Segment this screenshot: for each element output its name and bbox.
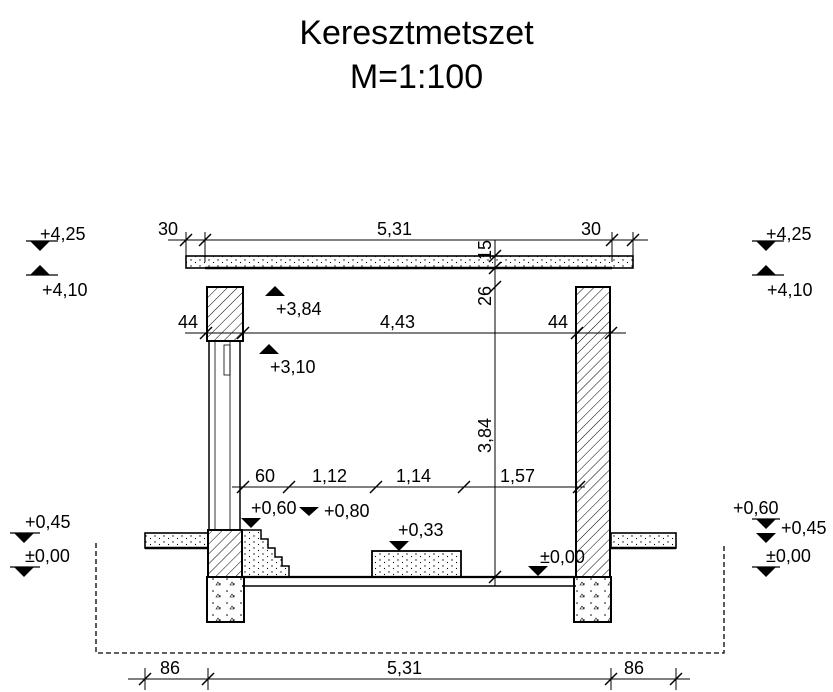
- drawing-title: Keresztmetszet: [299, 14, 534, 52]
- dim-wall-left: 44: [178, 312, 198, 332]
- right-foundation: [573, 576, 612, 623]
- dimension-lines: [128, 232, 690, 690]
- dim-bottom-span: 5,31: [387, 658, 422, 678]
- dim-slab: 15: [475, 240, 495, 260]
- excavation-outline: [95, 543, 725, 654]
- roof-slab: [185, 255, 634, 269]
- level-triangle-up-icon: [265, 286, 285, 296]
- level-045-left: +0,45: [25, 512, 71, 532]
- level-000-left: ±0,00: [25, 546, 70, 566]
- dim-beam: 26: [475, 286, 495, 306]
- dim-bottom-left: 86: [160, 658, 180, 678]
- pedestal-block: [371, 550, 462, 578]
- dim-top-right: 30: [581, 219, 601, 239]
- level-060-right: +0,60: [733, 498, 779, 518]
- level-triangle-down-icon: [756, 533, 776, 543]
- level-markers: [14, 241, 776, 577]
- window-detail: [223, 344, 231, 376]
- right-pavement: [610, 532, 677, 549]
- level-triangle-down-icon: [14, 567, 34, 577]
- dim-height: 3,84: [475, 418, 495, 453]
- level-triangle-down-icon: [299, 507, 319, 516]
- level-045-right: +0,45: [781, 518, 827, 538]
- dim-114: 1,14: [396, 466, 431, 486]
- level-triangle-down-icon: [756, 241, 776, 251]
- level-triangle-down-icon: [756, 567, 776, 577]
- level-080: +0,80: [324, 501, 370, 521]
- dim-top-span: 5,31: [377, 219, 412, 239]
- level-marker-lines: [10, 240, 784, 568]
- level-triangle-up-icon: [30, 265, 50, 275]
- left-wall-base: [207, 529, 243, 578]
- level-triangle-down-icon: [389, 541, 409, 551]
- level-000-inside: ±0,00: [540, 547, 585, 567]
- level-410-left: +4,10: [42, 280, 88, 300]
- level-310: +3,10: [270, 357, 316, 377]
- level-triangle-up-icon: [756, 265, 776, 275]
- level-triangle-down-icon: [30, 241, 50, 251]
- left-wall-lintel: [206, 286, 244, 342]
- level-triangle-down-icon: [528, 566, 548, 576]
- left-pavement: [144, 532, 209, 549]
- level-060-stair: +0,60: [251, 498, 297, 518]
- left-foundation: [206, 576, 245, 623]
- level-033: +0,33: [398, 520, 444, 540]
- level-triangle-up-icon: [259, 344, 279, 354]
- level-410-right: +4,10: [767, 280, 813, 300]
- drawing-scale: M=1:100: [349, 58, 484, 96]
- level-000-right: ±0,00: [766, 546, 811, 566]
- level-triangle-down-icon: [14, 533, 34, 543]
- level-384: +3,84: [276, 299, 322, 319]
- level-425-left: +4,25: [40, 224, 86, 244]
- right-wall: [575, 286, 611, 578]
- level-triangle-down-icon: [241, 518, 261, 528]
- dim-inner-span: 4,43: [380, 312, 415, 332]
- dim-wall-right: 44: [548, 312, 568, 332]
- level-triangle-down-icon: [756, 519, 776, 529]
- dim-bottom-right: 86: [624, 658, 644, 678]
- level-425-right: +4,25: [766, 224, 812, 244]
- dim-112: 1,12: [312, 466, 347, 486]
- dim-top-left: 30: [158, 219, 178, 239]
- dim-60: 60: [255, 466, 275, 486]
- stairs: [241, 529, 290, 578]
- dim-157: 1,57: [500, 466, 535, 486]
